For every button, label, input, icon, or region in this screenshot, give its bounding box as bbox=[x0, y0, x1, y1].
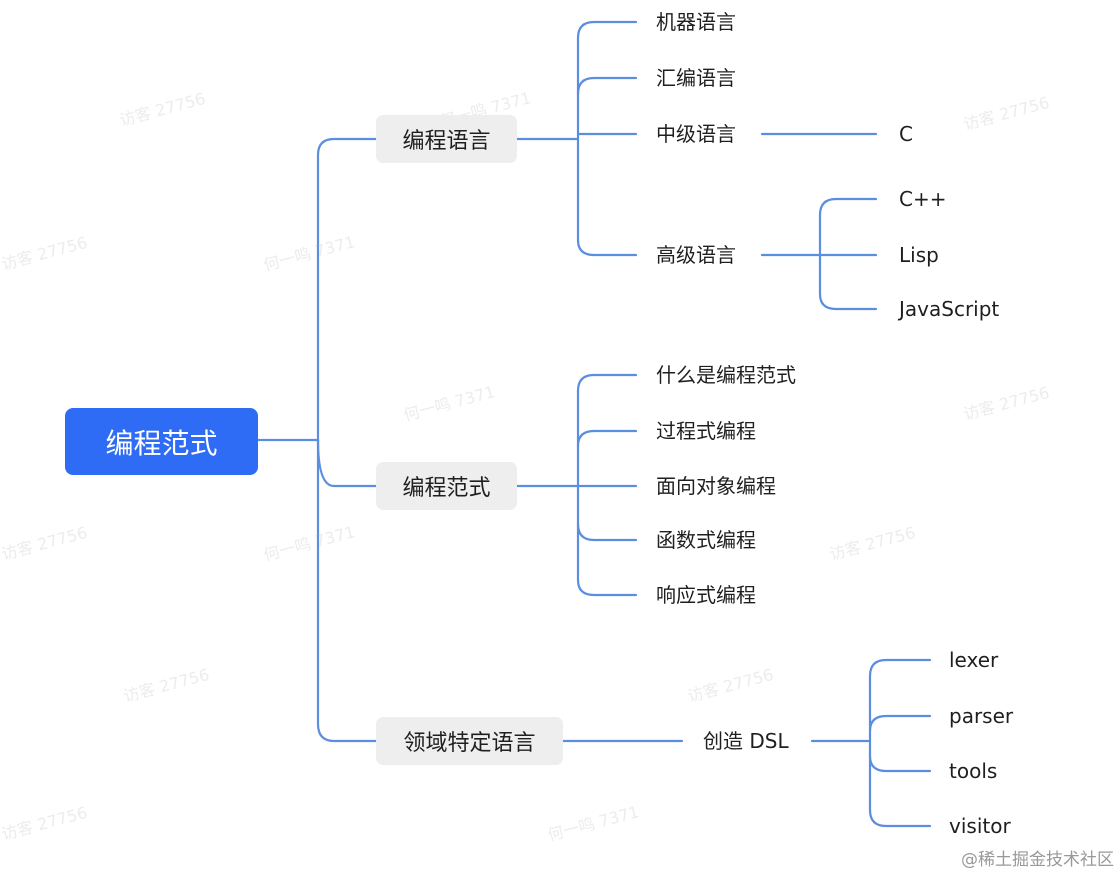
connector-create-lexer bbox=[868, 658, 932, 678]
connector-root-dsl bbox=[316, 722, 378, 743]
connector-paradigms-3 bbox=[576, 522, 638, 542]
node-visitor[interactable]: visitor bbox=[949, 814, 1011, 838]
node-machine-language[interactable]: 机器语言 bbox=[656, 10, 736, 34]
connector-paradigms-4 bbox=[576, 578, 638, 597]
node-programming-languages[interactable]: 编程语言 bbox=[376, 115, 517, 163]
node-reactive[interactable]: 响应式编程 bbox=[656, 583, 756, 607]
node-assembly-language[interactable]: 汇编语言 bbox=[656, 66, 736, 90]
node-domain-specific-language[interactable]: 领域特定语言 bbox=[376, 717, 563, 765]
node-tools[interactable]: tools bbox=[949, 759, 998, 783]
node-programming-paradigms[interactable]: 编程范式 bbox=[376, 462, 517, 510]
connector-paradigms-0 bbox=[576, 373, 638, 393]
node-label: 领域特定语言 bbox=[403, 731, 536, 756]
node-label: 编程范式 bbox=[402, 476, 491, 501]
node-c[interactable]: C bbox=[899, 122, 913, 146]
node-object-oriented[interactable]: 面向对象编程 bbox=[656, 474, 776, 498]
node-procedural[interactable]: 过程式编程 bbox=[656, 419, 756, 443]
node-parser[interactable]: parser bbox=[949, 704, 1014, 728]
connector-high-js bbox=[818, 292, 878, 311]
connector-paradigms-1 bbox=[576, 429, 638, 448]
connector-high-cpp bbox=[818, 197, 878, 217]
node-what-is-paradigm[interactable]: 什么是编程范式 bbox=[656, 363, 796, 387]
node-javascript[interactable]: JavaScript bbox=[899, 297, 1000, 321]
node-lexer[interactable]: lexer bbox=[949, 648, 999, 672]
connector-languages-machine bbox=[576, 20, 638, 40]
node-lisp[interactable]: Lisp bbox=[899, 243, 939, 267]
root-node-label: 编程范式 bbox=[105, 426, 218, 460]
connector-create-tools bbox=[868, 754, 932, 773]
source-credit: @稀土掘金技术社区 bbox=[961, 850, 1114, 870]
node-high-level-language[interactable]: 高级语言 bbox=[656, 243, 736, 267]
connector-languages-high bbox=[576, 238, 638, 257]
node-cpp[interactable]: C++ bbox=[899, 187, 947, 211]
connector-create-parser bbox=[868, 714, 932, 733]
connector-root-paradigms bbox=[316, 438, 378, 488]
connector-languages-assembly bbox=[576, 76, 638, 96]
root-node[interactable]: 编程范式 bbox=[65, 408, 258, 475]
connector-root-languages bbox=[316, 137, 378, 157]
node-functional[interactable]: 函数式编程 bbox=[656, 528, 756, 552]
node-middle-level-language[interactable]: 中级语言 bbox=[656, 122, 736, 146]
node-create-dsl[interactable]: 创造 DSL bbox=[703, 729, 789, 753]
connector-create-visitor bbox=[868, 808, 932, 828]
node-label: 编程语言 bbox=[402, 129, 491, 154]
